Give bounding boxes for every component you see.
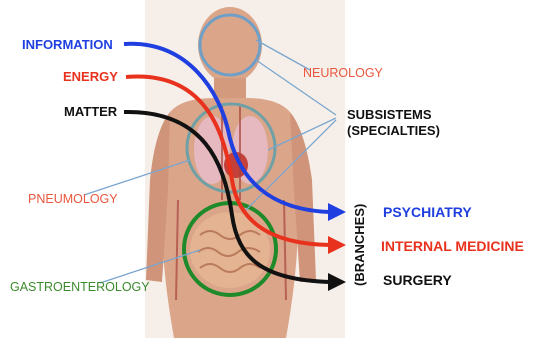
neurology-label: NEUROLOGY bbox=[303, 66, 383, 80]
energy-label: ENERGY bbox=[63, 69, 118, 84]
information-label: INFORMATION bbox=[22, 37, 113, 52]
psychiatry-label: PSYCHIATRY bbox=[383, 204, 472, 220]
head bbox=[198, 7, 262, 83]
subsystems-label: SUBSISTEMS (SPECIALTIES) bbox=[347, 107, 440, 139]
subsystems-line-2: (SPECIALTIES) bbox=[347, 123, 440, 139]
branches-label: (BRANCHES) bbox=[352, 206, 368, 286]
matter-label: MATTER bbox=[64, 104, 117, 119]
surgery-label: SURGERY bbox=[383, 272, 452, 288]
gastroenterology-label: GASTROENTEROLOGY bbox=[10, 280, 150, 294]
subsystems-line-1: SUBSISTEMS bbox=[347, 107, 440, 123]
pneumology-label: PNEUMOLOGY bbox=[28, 192, 118, 206]
internal-medicine-label: INTERNAL MEDICINE bbox=[381, 238, 524, 254]
